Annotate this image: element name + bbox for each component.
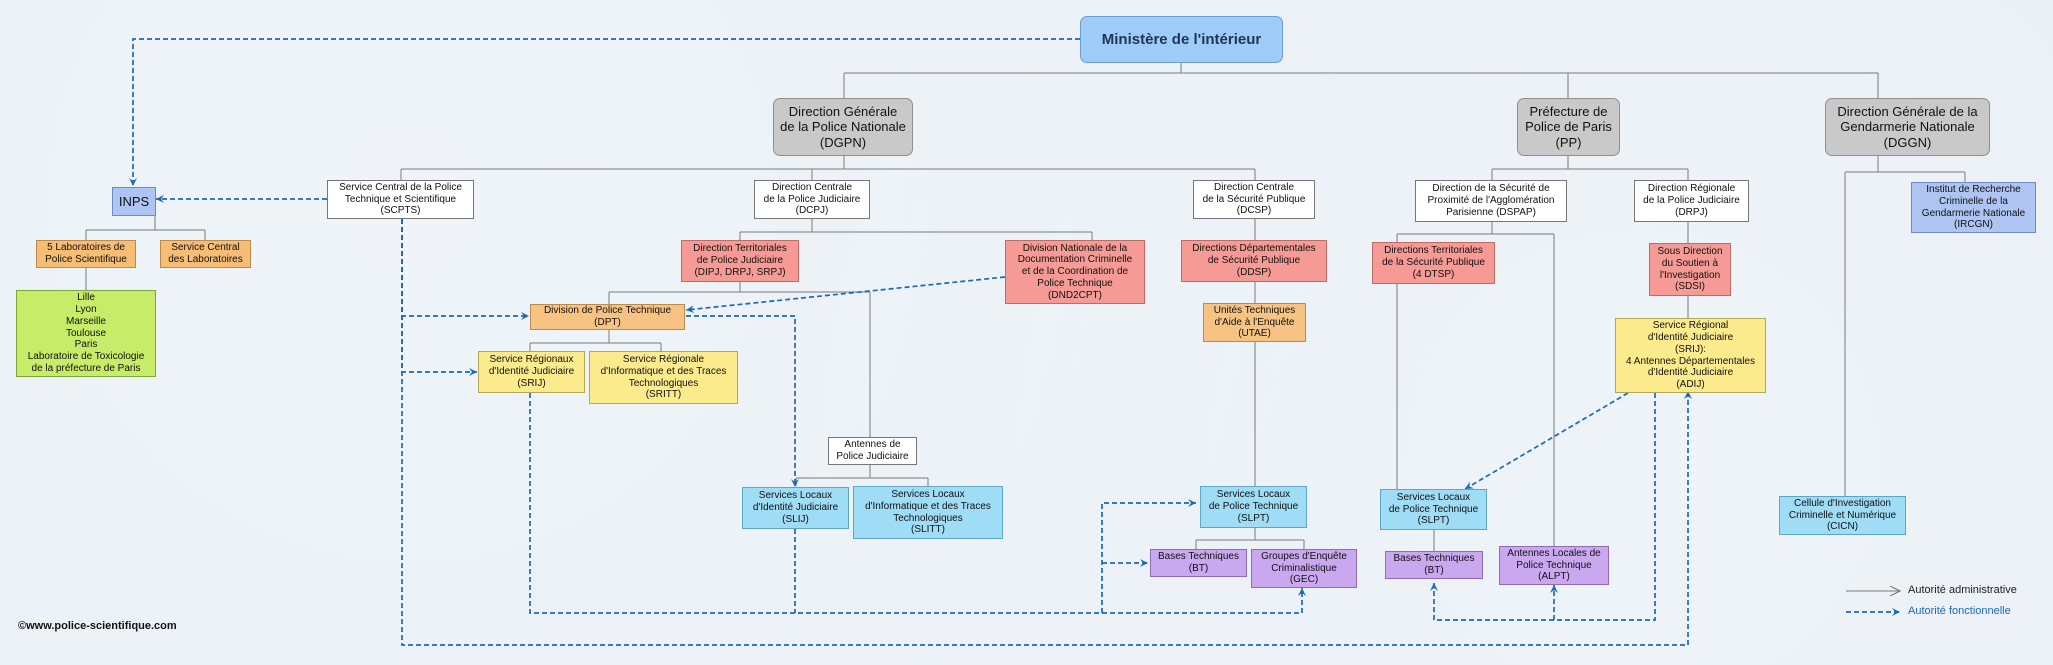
- edge-srij-bottom: [529, 393, 1306, 614]
- node-dgpn: Direction Générale de la Police National…: [773, 98, 913, 156]
- edge-bottom-slpt: [1101, 499, 1196, 613]
- edge-scpts-dpt: [401, 219, 529, 320]
- node-scl: Service Central des Laboratoires: [160, 240, 251, 268]
- node-villes: Lille Lyon Marseille Toulouse Paris Labo…: [16, 290, 156, 377]
- edge-dnd2cpt-dpt: [685, 276, 1006, 314]
- edge-dcpj-tree: [739, 219, 1093, 240]
- node-labos5: 5 Laboratoires de Police Scientifique: [36, 240, 136, 268]
- edge-ministere-tree: [843, 48, 1879, 98]
- edge-dpt-slij: [686, 315, 799, 487]
- node-slitt: Services Locaux d'Informatique et des Tr…: [853, 486, 1003, 539]
- node-antennes-pj: Antennes de Police Judiciaire: [828, 437, 917, 465]
- node-dpt: Division de Police Technique (DPT): [530, 304, 685, 330]
- node-ddsp: Directions Départementales de Sécurité P…: [1181, 240, 1327, 282]
- node-srij-ligne: Service Régionaux d'Identité Judiciaire …: [478, 351, 585, 393]
- node-dspap: Direction de la Sécurité de Proximité de…: [1415, 180, 1567, 222]
- legend-admin-label: Autorité administrative: [1908, 584, 2017, 596]
- node-dcpj: Direction Centrale de la Police Judiciai…: [754, 180, 870, 219]
- edge-srijpp-alpt-bt: [1430, 393, 1656, 621]
- node-bt-dcsp: Bases Techniques (BT): [1150, 549, 1247, 577]
- node-bt-pp: Bases Techniques (BT): [1385, 551, 1483, 579]
- edge-dgpn-tree: [400, 156, 1256, 180]
- administrative-edges: [85, 48, 1966, 551]
- edge-ministere-inps: [129, 38, 1080, 186]
- copyright-text: ©www.police-scientifique.com: [18, 620, 177, 632]
- node-sdsi: Sous Direction du Soutien à l'Investigat…: [1649, 243, 1731, 296]
- node-ministere: Ministère de l'intérieur: [1080, 16, 1283, 63]
- node-dnd2cpt: Division Nationale de la Documentation C…: [1005, 240, 1145, 304]
- node-srij-pp: Service Régional d'Identité Judiciaire (…: [1615, 318, 1766, 393]
- node-utae: Unités Techniques d'Aide à l'Enquête (UT…: [1203, 303, 1306, 342]
- node-dipj: Direction Territoriales de Police Judici…: [681, 240, 799, 282]
- node-dggn: Direction Générale de la Gendarmerie Nat…: [1825, 98, 1990, 156]
- edge-scpts-bottom: [401, 219, 1692, 646]
- edge-inps-tree: [85, 216, 206, 290]
- edge-srijpp-slpt: [1464, 392, 1629, 490]
- edge-antennes-tree: [795, 465, 929, 486]
- edge-dggn-tree: [1844, 156, 1966, 496]
- node-sritt: Service Régionale d'Informatique et des …: [589, 351, 738, 404]
- node-scpts: Service Central de la Police Technique e…: [327, 180, 474, 219]
- node-dtsp: Directions Territoriales de la Sécurité …: [1372, 242, 1495, 284]
- node-dcsp: Direction Centrale de la Sécurité Publiq…: [1193, 180, 1315, 219]
- node-drpj: Direction Régionale de la Police Judicia…: [1634, 180, 1749, 222]
- node-inps: INPS: [112, 187, 156, 216]
- edge-dpt-tree: [529, 330, 662, 351]
- node-alpt: Antennes Locales de Police Technique (AL…: [1499, 546, 1609, 585]
- node-slpt-pp: Services Locaux de Police Technique (SLP…: [1380, 489, 1487, 530]
- edge-slpt-dcsp-tree: [1195, 528, 1305, 549]
- node-gec: Groupes d'Enquête Criminalistique (GEC): [1251, 549, 1357, 588]
- legend-func-label: Autorité fonctionnelle: [1908, 605, 2011, 617]
- edge-pp-tree: [1491, 156, 1689, 180]
- functional-edges: [129, 38, 1692, 646]
- legend-lines: [1846, 591, 1900, 616]
- edge-dipj-tree: [608, 282, 871, 437]
- node-pp: Préfecture de Police de Paris (PP): [1517, 98, 1620, 156]
- node-slpt-dcsp: Services Locaux de Police Technique (SLP…: [1200, 486, 1307, 528]
- edge-scpts-srij: [401, 219, 477, 376]
- node-cicn: Cellule d'Investigation Criminelle et Nu…: [1779, 496, 1906, 535]
- node-slij: Services Locaux d'Identité Judiciaire (S…: [742, 487, 849, 529]
- node-ircgn: Institut de Recherche Criminelle de la G…: [1911, 182, 2036, 233]
- edge-dspap-tree: [1396, 222, 1555, 548]
